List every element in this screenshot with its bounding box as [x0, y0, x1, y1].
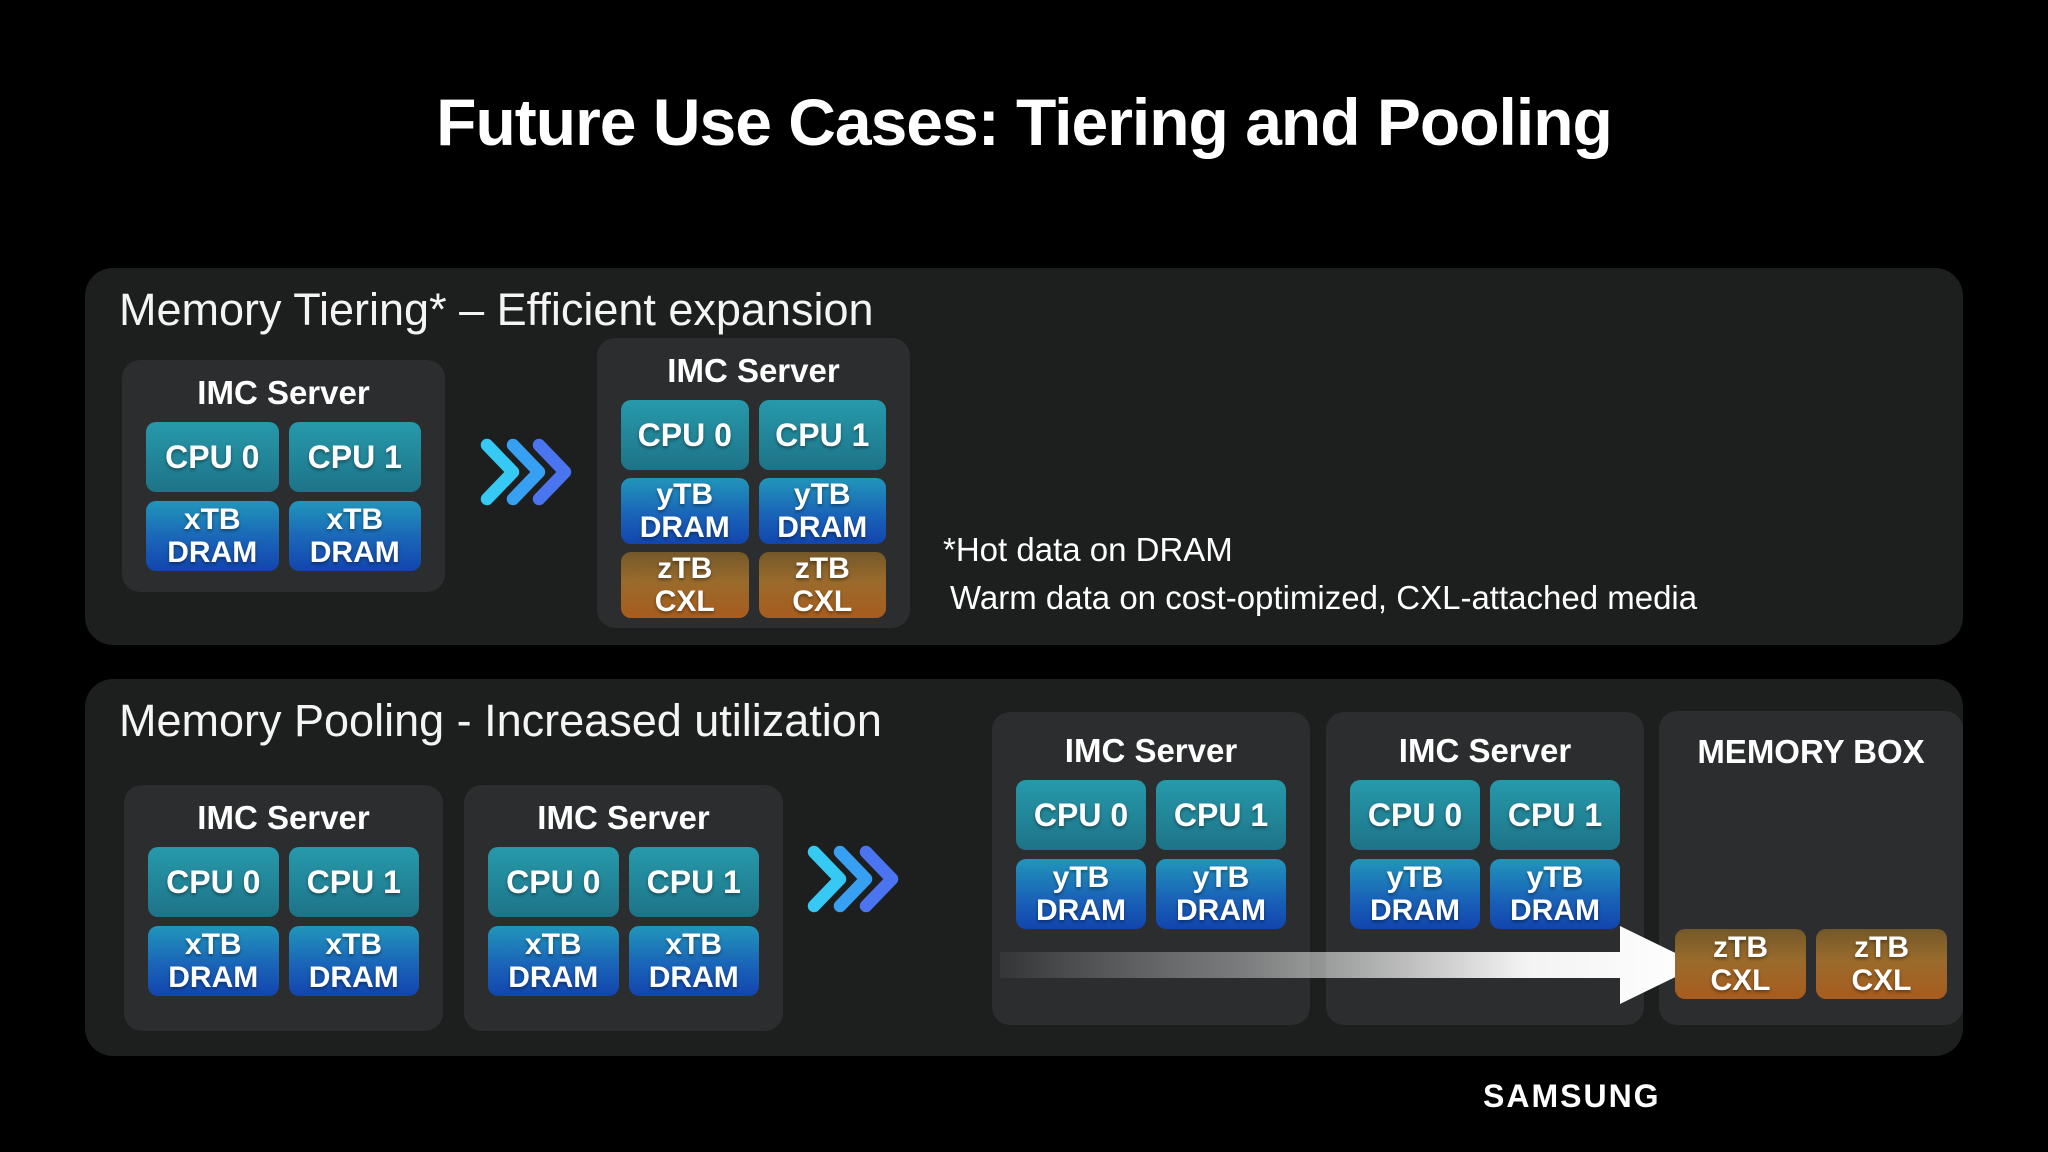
chip-cpu-0: CPU 0: [148, 847, 279, 917]
chip-cpu-1: CPU 1: [288, 422, 421, 492]
tiering-notes: *Hot data on DRAM Warm data on cost-opti…: [943, 526, 1697, 622]
chip-cpu-0: CPU 0: [1350, 780, 1480, 850]
server-title: IMC Server: [667, 352, 840, 389]
chip-cpu-1: CPU 1: [288, 847, 419, 917]
memory-box-title: MEMORY BOX: [1697, 733, 1925, 770]
slide-title: Future Use Cases: Tiering and Pooling: [436, 85, 1613, 159]
chevron-flow-icon: [807, 845, 899, 913]
server-title: IMC Server: [1064, 732, 1238, 769]
pooling-heading: Memory Pooling - Increased utilization: [119, 695, 882, 746]
server-title: IMC Server: [537, 799, 710, 836]
server-title: IMC Server: [1398, 732, 1572, 769]
memory-pooling-panel: Memory Pooling - Increased utilization I…: [85, 679, 1963, 1056]
chip-cpu-0: CPU 0: [488, 847, 619, 917]
note-hot-data: *Hot data on DRAM: [943, 531, 1233, 568]
chip-cpu-0: CPU 0: [621, 400, 749, 470]
pool-arrow-icon: [1000, 926, 1700, 1004]
memory-tiering-panel: Memory Tiering* – Efficient expansion IM…: [85, 268, 1963, 645]
chip-cpu-0: CPU 0: [1016, 780, 1146, 850]
server-title: IMC Server: [197, 374, 370, 411]
chip-cpu-1: CPU 1: [1156, 780, 1286, 850]
chevron-flow-icon: [480, 438, 572, 506]
chip-cpu-1: CPU 1: [1490, 780, 1620, 850]
chip-cpu-1: CPU 1: [628, 847, 759, 917]
server-title: IMC Server: [197, 799, 370, 836]
chip-cpu-1: CPU 1: [758, 400, 886, 470]
note-warm-data: Warm data on cost-optimized, CXL-attache…: [950, 579, 1698, 616]
samsung-logo: SAMSUNG: [1483, 1078, 1661, 1114]
chip-cpu-0: CPU 0: [146, 422, 279, 492]
tiering-heading: Memory Tiering* – Efficient expansion: [119, 284, 874, 335]
